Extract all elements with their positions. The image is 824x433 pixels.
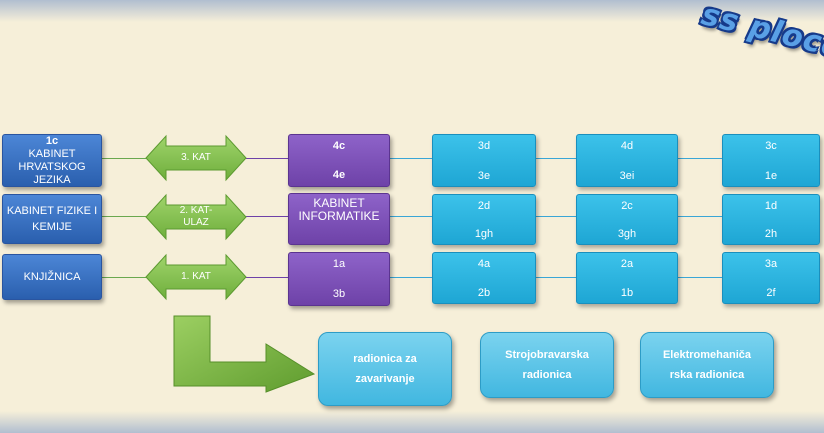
room-code: 2d — [477, 200, 491, 212]
workshop-label-line: zavarivanje — [355, 373, 415, 385]
floor-label-text: ULAZ — [183, 217, 209, 228]
connector-line — [536, 158, 576, 159]
room-1a-3b: 1a 3b — [288, 252, 390, 306]
floor-arrow-3 — [145, 134, 247, 182]
connector-line — [678, 277, 722, 278]
room-code: 3c — [765, 140, 777, 152]
room-3d-3e: 3d 3e — [432, 134, 536, 187]
room-code: 4e — [332, 169, 346, 181]
room-kabinet-hrvatskog-jezika: 1c KABINET HRVATSKOG JEZIKA — [2, 134, 102, 187]
room-code: 2f — [766, 287, 776, 299]
workshop-label-line: radionica — [522, 369, 572, 381]
room-label-line: KEMIJE — [32, 220, 72, 233]
floor-label-text: 2. KAT- — [179, 205, 213, 216]
connector-line — [390, 158, 432, 159]
room-4d-3ei: 4d 3ei — [576, 134, 678, 187]
room-4c-4e: 4c 4e — [288, 134, 390, 187]
room-3a-2f: 3a 2f — [722, 252, 820, 304]
connector-line — [244, 216, 288, 217]
room-code: 1b — [620, 287, 634, 299]
room-code: 1gh — [474, 228, 494, 240]
connector-line — [100, 277, 150, 278]
room-1d-2h: 1d 2h — [722, 194, 820, 245]
room-label-line: KNJIŽNICA — [23, 270, 81, 283]
room-code: 2h — [764, 228, 778, 240]
room-label-line: HRVATSKOG JEZIKA — [18, 160, 86, 186]
floor-arrow-1 — [145, 253, 247, 301]
room-4a-2b: 4a 2b — [432, 252, 536, 304]
room-code: 4c — [332, 140, 346, 152]
room-code: 3b — [332, 288, 346, 300]
room-code: 3a — [764, 258, 778, 270]
room-2d-1gh: 2d 1gh — [432, 194, 536, 245]
connector-line — [100, 216, 150, 217]
room-label-line: KABINET — [28, 147, 76, 160]
connector-line — [390, 216, 432, 217]
workshop-label-line: Strojobravarska — [505, 349, 589, 361]
connector-line — [678, 158, 722, 159]
room-knjiznica: KNJIŽNICA — [2, 254, 102, 300]
workshop-label-line: radionica za — [353, 353, 417, 365]
floor-label-2: 2. KAT- ULAZ — [164, 205, 228, 229]
room-label-line: KABINET — [313, 196, 365, 210]
bent-arrow-to-workshops — [173, 315, 316, 393]
room-code: 1a — [332, 258, 346, 270]
floor-label-1: 1. KAT — [164, 265, 228, 289]
room-code: 4d — [620, 140, 634, 152]
room-code: 1d — [764, 200, 778, 212]
connector-line — [244, 277, 288, 278]
room-label-line: INFORMATIKE — [298, 209, 380, 223]
room-2a-1b: 2a 1b — [576, 252, 678, 304]
room-code: 3e — [477, 170, 491, 182]
floor-arrow-2 — [145, 193, 247, 241]
room-kabinet-informatike: KABINET INFORMATIKE — [288, 193, 390, 245]
workshop-strojobravarska-radionica: Strojobravarska radionica — [480, 332, 614, 398]
connector-line — [536, 277, 576, 278]
room-code: 3gh — [617, 228, 637, 240]
floor-label-text: 1. KAT — [181, 271, 211, 282]
floor-label-text: 3. KAT — [181, 152, 211, 163]
room-code: 3d — [477, 140, 491, 152]
room-code: 4a — [477, 258, 491, 270]
workshop-radionica-za-zavarivanje: radionica za zavarivanje — [318, 332, 452, 406]
workshop-label-line: Elektromehaniča — [662, 349, 752, 361]
room-code: 2a — [620, 258, 634, 270]
room-2c-3gh: 2c 3gh — [576, 194, 678, 245]
workshop-elektromehanicarska-radionica: Elektromehaniča rska radionica — [640, 332, 774, 398]
floor-label-3: 3. KAT — [164, 146, 228, 170]
room-code: 2b — [477, 287, 491, 299]
connector-line — [390, 277, 432, 278]
room-code: 3ei — [619, 170, 635, 182]
room-code: 1c — [45, 134, 59, 147]
workshop-label-line: rska radionica — [669, 369, 745, 381]
room-kabinet-fizike-kemije: KABINET FIZIKE I KEMIJE — [2, 194, 102, 244]
room-code: 1e — [764, 170, 778, 182]
connector-line — [100, 158, 150, 159]
room-code: 2c — [621, 200, 633, 212]
connector-line — [244, 158, 288, 159]
room-label-line: KABINET FIZIKE I — [6, 204, 98, 217]
room-3c-1e: 3c 1e — [722, 134, 820, 187]
connector-line — [536, 216, 576, 217]
connector-line — [678, 216, 722, 217]
